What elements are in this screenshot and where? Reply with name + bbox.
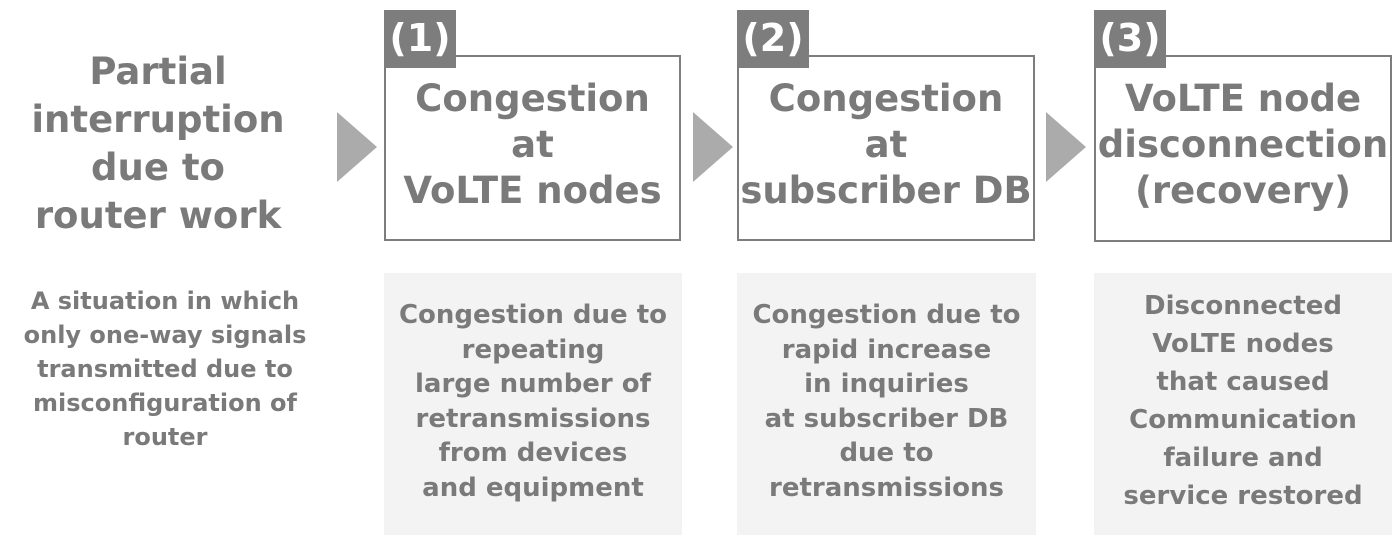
arrow-right-icon xyxy=(1046,112,1086,182)
arrow-right-icon xyxy=(337,112,377,182)
lead-description-line: misconfiguration xyxy=(33,389,262,417)
stage-title-line: at xyxy=(511,123,554,166)
stage-2-description: Congestion due to rapid increase in inqu… xyxy=(737,298,1036,505)
stage-description-line: VoLTE nodes xyxy=(1152,329,1334,359)
stage-title-line: subscriber DB xyxy=(740,169,1032,212)
lead-description-line: A situation in which xyxy=(30,287,300,315)
stage-description-line: at subscriber DB xyxy=(764,403,1009,434)
stage-description-line: due to xyxy=(839,438,934,468)
stage-description-line: Congestion due to xyxy=(752,300,1021,330)
stage-description-line: that caused xyxy=(1156,367,1330,397)
stage-1-badge: (1) xyxy=(384,10,456,68)
stage-2-badge: (2) xyxy=(737,10,809,68)
stage-2-title: Congestion at subscriber DB xyxy=(737,76,1035,214)
stage-description-line: failure and xyxy=(1163,443,1323,473)
stage-description-line: and equipment xyxy=(422,472,644,503)
lead-title: Partial interruption due to router work xyxy=(0,48,316,240)
stage-description-line: in inquiries xyxy=(804,369,969,399)
stage-3-title: VoLTE node disconnection (recovery) xyxy=(1094,76,1392,214)
lead-description-line: only one-way signals xyxy=(23,321,307,349)
stage-description-line: retransmissions xyxy=(769,472,1004,503)
stage-description-line: from devices xyxy=(438,438,628,468)
stage-title-line: Congestion xyxy=(768,77,1004,120)
lead-description-line: transmitted due to xyxy=(37,355,293,383)
stage-3-badge: (3) xyxy=(1094,10,1166,68)
stage-3-box xyxy=(1094,55,1392,242)
lead-title-line: Partial xyxy=(89,50,227,93)
lead-description: A situation in which only one-way signal… xyxy=(0,284,330,454)
stage-title-line: Congestion xyxy=(415,77,650,120)
stage-1-description-panel xyxy=(384,273,682,535)
arrow-right-icon xyxy=(693,112,733,182)
stage-1-title: Congestion at VoLTE nodes xyxy=(384,76,681,214)
stage-description-line: Communication xyxy=(1129,405,1357,435)
lead-title-line: due to xyxy=(91,146,225,189)
stage-description-line: large number of xyxy=(415,369,651,399)
stage-2-box xyxy=(737,55,1035,241)
stage-1-description: Congestion due to repeating large number… xyxy=(384,298,682,505)
stage-description-line: service restored xyxy=(1123,481,1363,511)
lead-title-line: interruption xyxy=(31,98,285,141)
stage-description-line: repeating xyxy=(461,334,605,365)
stage-2-description-panel xyxy=(737,273,1036,535)
stage-3-description-panel xyxy=(1094,273,1392,535)
stage-description-line: rapid increase xyxy=(781,334,992,365)
stage-title-line: (recovery) xyxy=(1134,169,1352,212)
stage-title-line: disconnection xyxy=(1097,123,1389,166)
lead-description-line: of router xyxy=(122,389,297,451)
stage-description-line: Congestion due to xyxy=(398,300,668,330)
stage-1-box xyxy=(384,55,681,241)
stage-3-description: Disconnected VoLTE nodes that caused Com… xyxy=(1094,287,1392,515)
lead-title-line: router work xyxy=(34,194,282,237)
stage-title-line: VoLTE node xyxy=(1124,77,1362,120)
stage-title-line: VoLTE nodes xyxy=(403,169,662,212)
stage-description-line: retransmissions xyxy=(415,403,651,434)
stage-description-line: Disconnected xyxy=(1144,291,1342,321)
stage-title-line: at xyxy=(864,123,908,166)
